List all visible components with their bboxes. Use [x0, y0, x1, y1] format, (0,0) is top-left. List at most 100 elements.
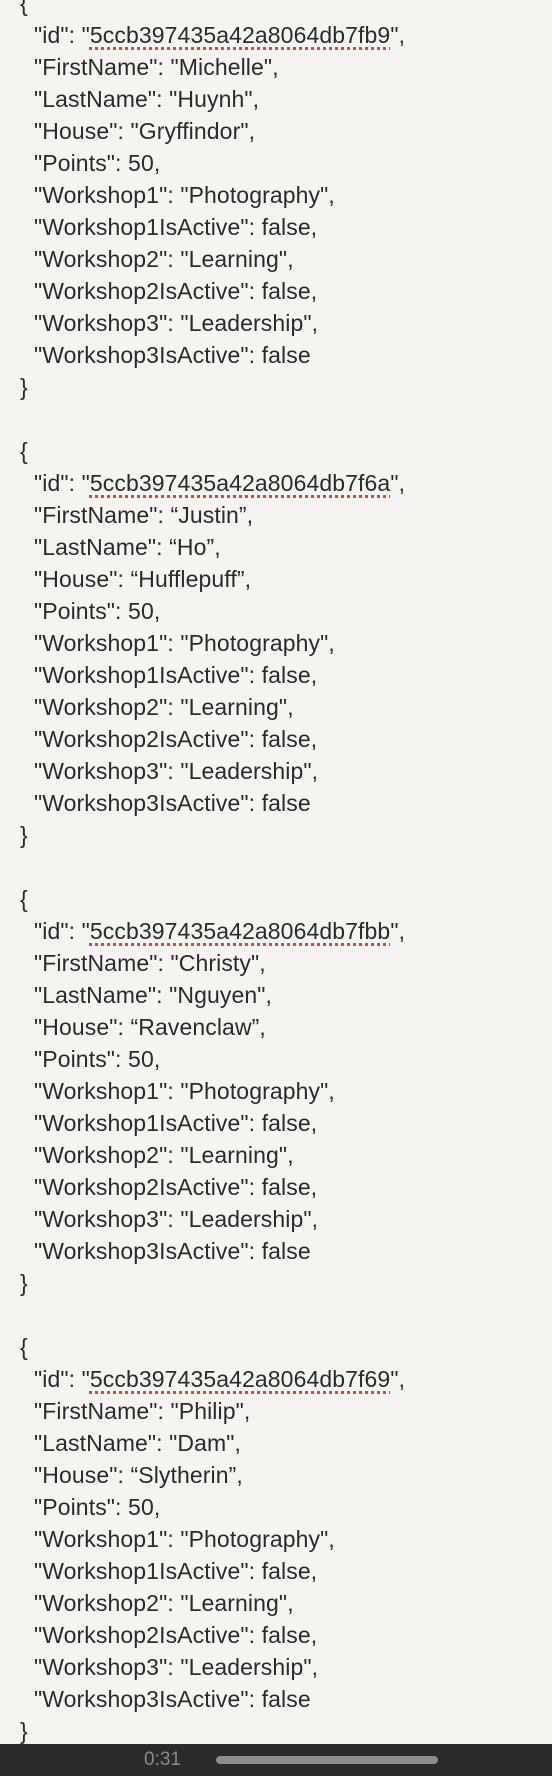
id-value: 5ccb397435a42a8064db7fbb	[89, 918, 391, 944]
workshop3-value: "Leadership"	[180, 1654, 312, 1680]
field-workshop3-active: "Workshop3IsActive": false	[34, 1686, 311, 1712]
points-value: 50	[128, 1494, 154, 1520]
field-firstname: "FirstName": "Christy",	[34, 950, 266, 976]
field-workshop3-active: "Workshop3IsActive": false	[34, 1238, 311, 1264]
workshop3-active-value: false	[261, 1686, 311, 1712]
workshop2-active-value: false	[261, 726, 311, 752]
house-value: “Ravenclaw”	[130, 1014, 260, 1040]
house-value: "Gryffindor"	[130, 118, 249, 144]
field-house: "House": "Gryffindor",	[34, 118, 256, 144]
field-workshop3: "Workshop3": "Leadership",	[34, 310, 319, 336]
workshop1-active-value: false	[261, 1110, 311, 1136]
firstname-value: “Justin”	[170, 502, 247, 528]
field-workshop2-active: "Workshop2IsActive": false,	[34, 1174, 318, 1200]
workshop1-value: "Photography"	[180, 1078, 329, 1104]
workshop2-value: "Learning"	[180, 1590, 288, 1616]
close-brace: }	[20, 822, 28, 848]
workshop3-active-value: false	[261, 790, 311, 816]
field-workshop2: "Workshop2": "Learning",	[34, 1590, 294, 1616]
field-workshop1-active: "Workshop1IsActive": false,	[34, 1110, 318, 1136]
field-points: "Points": 50,	[34, 1494, 161, 1520]
workshop1-active-value: false	[261, 662, 311, 688]
blank-line	[0, 403, 552, 435]
workshop2-value: "Learning"	[180, 1142, 288, 1168]
workshop3-value: "Leadership"	[180, 310, 312, 336]
points-value: 50	[128, 1046, 154, 1072]
field-workshop3-active: "Workshop3IsActive": false	[34, 790, 311, 816]
firstname-value: "Philip"	[170, 1398, 244, 1424]
workshop1-value: "Photography"	[180, 182, 329, 208]
workshop3-value: "Leadership"	[180, 1206, 312, 1232]
field-id: "id": "5ccb397435a42a8064db7f69",	[34, 1366, 406, 1392]
workshop1-value: "Photography"	[180, 630, 329, 656]
workshop2-active-value: false	[261, 1622, 311, 1648]
field-workshop2-active: "Workshop2IsActive": false,	[34, 1622, 318, 1648]
workshop2-value: "Learning"	[180, 246, 288, 272]
field-workshop1-active: "Workshop1IsActive": false,	[34, 1558, 318, 1584]
workshop2-active-value: false	[261, 1174, 311, 1200]
field-points: "Points": 50,	[34, 598, 161, 624]
field-workshop3-active: "Workshop3IsActive": false	[34, 342, 311, 368]
workshop3-active-value: false	[261, 1238, 311, 1264]
id-value: 5ccb397435a42a8064db7f6a	[89, 470, 391, 496]
field-workshop2: "Workshop2": "Learning",	[34, 246, 294, 272]
house-value: “Slytherin”	[130, 1462, 237, 1488]
blank-line	[0, 851, 552, 883]
field-house: "House": “Ravenclaw”,	[34, 1014, 266, 1040]
house-value: “Hufflepuff”	[130, 566, 245, 592]
points-value: 50	[128, 150, 154, 176]
field-id: "id": "5ccb397435a42a8064db7f6a",	[34, 470, 406, 496]
field-lastname: "LastName": “Ho”,	[34, 534, 221, 560]
close-brace: }	[20, 1718, 28, 1744]
field-points: "Points": 50,	[34, 1046, 161, 1072]
workshop3-value: "Leadership"	[180, 758, 312, 784]
field-firstname: "FirstName": "Michelle",	[34, 54, 279, 80]
field-workshop1-active: "Workshop1IsActive": false,	[34, 662, 318, 688]
lastname-value: "Huynh"	[169, 86, 253, 112]
field-workshop3: "Workshop3": "Leadership",	[34, 758, 319, 784]
field-id: "id": "5ccb397435a42a8064db7fb9",	[34, 22, 406, 48]
blank-line	[0, 1299, 552, 1331]
field-workshop1: "Workshop1": "Photography",	[34, 1078, 335, 1104]
field-workshop1: "Workshop1": "Photography",	[34, 182, 335, 208]
id-value: 5ccb397435a42a8064db7f69	[89, 1366, 391, 1392]
field-workshop2-active: "Workshop2IsActive": false,	[34, 278, 318, 304]
open-brace: {	[20, 1334, 28, 1360]
workshop1-active-value: false	[261, 1558, 311, 1584]
field-workshop1: "Workshop1": "Photography",	[34, 630, 335, 656]
field-lastname: "LastName": "Huynh",	[34, 86, 260, 112]
field-workshop2: "Workshop2": "Learning",	[34, 1142, 294, 1168]
field-lastname: "LastName": "Nguyen",	[34, 982, 273, 1008]
field-workshop3: "Workshop3": "Leadership",	[34, 1206, 319, 1232]
field-firstname: "FirstName": “Justin”,	[34, 502, 254, 528]
field-id: "id": "5ccb397435a42a8064db7fbb",	[34, 918, 406, 944]
lastname-value: "Nguyen"	[169, 982, 266, 1008]
field-workshop3: "Workshop3": "Leadership",	[34, 1654, 319, 1680]
open-brace: {	[20, 886, 28, 912]
field-lastname: "LastName": "Dam",	[34, 1430, 242, 1456]
playback-time: 0:31	[144, 1749, 181, 1770]
workshop1-value: "Photography"	[180, 1526, 329, 1552]
points-value: 50	[128, 598, 154, 624]
firstname-value: "Michelle"	[170, 54, 273, 80]
field-workshop1-active: "Workshop1IsActive": false,	[34, 214, 318, 240]
lastname-value: "Dam"	[169, 1430, 235, 1456]
field-house: "House": “Slytherin”,	[34, 1462, 243, 1488]
firstname-value: "Christy"	[170, 950, 260, 976]
open-brace: {	[20, 0, 28, 16]
field-points: "Points": 50,	[34, 150, 161, 176]
field-house: "House": “Hufflepuff”,	[34, 566, 252, 592]
field-workshop2-active: "Workshop2IsActive": false,	[34, 726, 318, 752]
field-workshop2: "Workshop2": "Learning",	[34, 694, 294, 720]
id-value: 5ccb397435a42a8064db7fb9	[89, 22, 391, 48]
lastname-value: “Ho”	[169, 534, 215, 560]
playback-scrubber[interactable]	[216, 1756, 438, 1764]
field-firstname: "FirstName": "Philip",	[34, 1398, 251, 1424]
workshop2-value: "Learning"	[180, 694, 288, 720]
workshop1-active-value: false	[261, 214, 311, 240]
workshop2-active-value: false	[261, 278, 311, 304]
workshop3-active-value: false	[261, 342, 311, 368]
close-brace: }	[20, 374, 28, 400]
